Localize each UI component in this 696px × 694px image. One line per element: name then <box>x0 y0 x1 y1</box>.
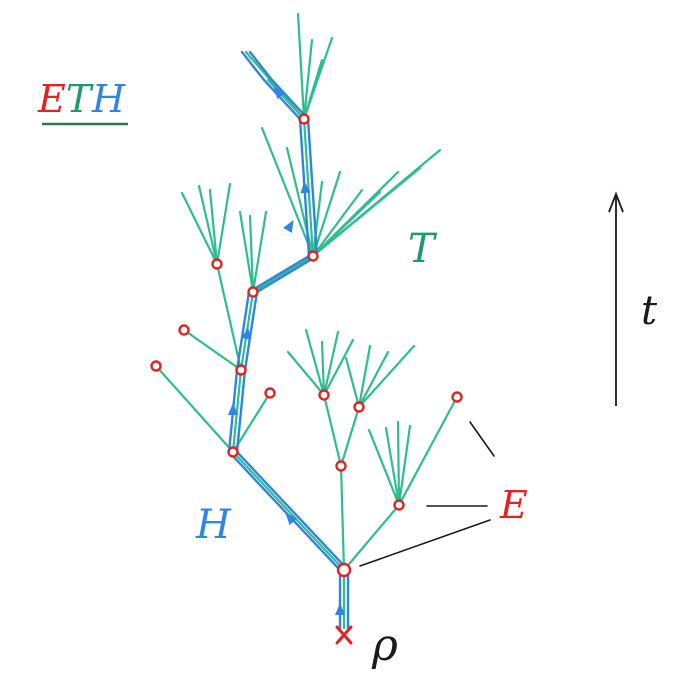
title-letter-h: H <box>91 77 126 121</box>
highlighted-path-line-1 <box>235 50 350 630</box>
twig-25 <box>322 330 340 397</box>
node-r2 <box>393 499 405 511</box>
node-l2 <box>178 324 190 336</box>
rho-label: ρ <box>371 620 398 671</box>
twig-9 <box>311 170 342 258</box>
eth-title: E T H <box>37 77 128 126</box>
edge-a-m1 <box>215 262 243 372</box>
edge-root-r2 <box>342 503 401 572</box>
twig-21 <box>251 210 268 294</box>
time-arrow-head-icon <box>608 191 624 213</box>
t-label: T <box>408 226 438 272</box>
twig-31 <box>367 428 401 507</box>
e-label: E <box>499 483 528 527</box>
highlighted-path <box>227 50 350 630</box>
e-pointer-lower <box>359 519 491 567</box>
twig-8 <box>311 180 324 258</box>
twig-28 <box>357 344 372 409</box>
twig-26 <box>322 338 355 397</box>
title-letter-t: T <box>66 77 94 121</box>
root-x-icon <box>335 625 353 645</box>
twig-20 <box>248 214 255 294</box>
flow-arrow-icon <box>228 403 238 415</box>
node-b <box>247 286 259 298</box>
twig-0 <box>296 12 306 121</box>
node-m1 <box>211 258 223 270</box>
node-h <box>227 446 239 458</box>
flow-arrow-icon <box>285 512 298 526</box>
edge-h-a <box>231 368 243 454</box>
twig-17 <box>208 188 219 266</box>
twig-12 <box>311 170 400 258</box>
edge-r1-r4 <box>322 393 343 468</box>
node-r3 <box>451 391 463 403</box>
twig-16 <box>197 184 219 266</box>
twig-27 <box>344 356 361 409</box>
node-l3 <box>264 387 276 399</box>
twig-19 <box>238 210 255 294</box>
twig-5 <box>244 50 306 121</box>
edge-root-h <box>231 450 346 572</box>
tree-edges <box>154 12 459 630</box>
flow-arrow-icon <box>300 181 311 194</box>
edge-r1-r5 <box>339 405 361 468</box>
twig-23 <box>304 328 326 397</box>
node-c <box>307 250 319 262</box>
twig-3 <box>302 36 334 121</box>
twig-15 <box>180 191 219 266</box>
twig-34 <box>397 424 412 507</box>
node-root <box>336 562 352 578</box>
twig-33 <box>396 420 401 507</box>
node-r4 <box>318 389 330 401</box>
e-annotation: E <box>359 421 528 567</box>
twig-30 <box>357 344 416 409</box>
twig-24 <box>320 340 326 397</box>
node-a <box>235 364 247 376</box>
h-label: H <box>195 502 232 548</box>
twig-32 <box>384 426 401 507</box>
twig-1 <box>302 38 314 121</box>
edge-root-r1 <box>339 464 346 572</box>
node-d <box>298 113 310 125</box>
e-pointer-upper <box>469 421 495 457</box>
flow-arrow-icon <box>283 219 294 233</box>
node-r5 <box>353 401 365 413</box>
time-axis: t <box>608 191 658 406</box>
edge-b-c <box>251 254 315 294</box>
node-l1 <box>150 360 162 372</box>
edge-a-l2 <box>182 328 243 372</box>
time-label: t <box>641 288 658 334</box>
edge-h-l1 <box>154 364 235 454</box>
tree-nodes <box>150 113 463 578</box>
flow-arrows <box>228 86 345 615</box>
twig-29 <box>357 350 390 409</box>
twig-22 <box>286 350 326 397</box>
flow-arrow-icon <box>241 327 252 340</box>
edge-c-d <box>302 117 315 258</box>
edge-h-l3 <box>231 391 272 454</box>
edge-r2-r3 <box>397 395 459 507</box>
twig-14 <box>311 148 442 258</box>
node-r1 <box>335 460 347 472</box>
twig-18 <box>215 182 232 266</box>
title-letter-e: E <box>37 77 66 121</box>
twig-6 <box>260 126 315 258</box>
flow-arrow-icon <box>335 603 345 615</box>
flow-arrow-icon <box>273 86 286 100</box>
twig-10 <box>311 188 364 258</box>
